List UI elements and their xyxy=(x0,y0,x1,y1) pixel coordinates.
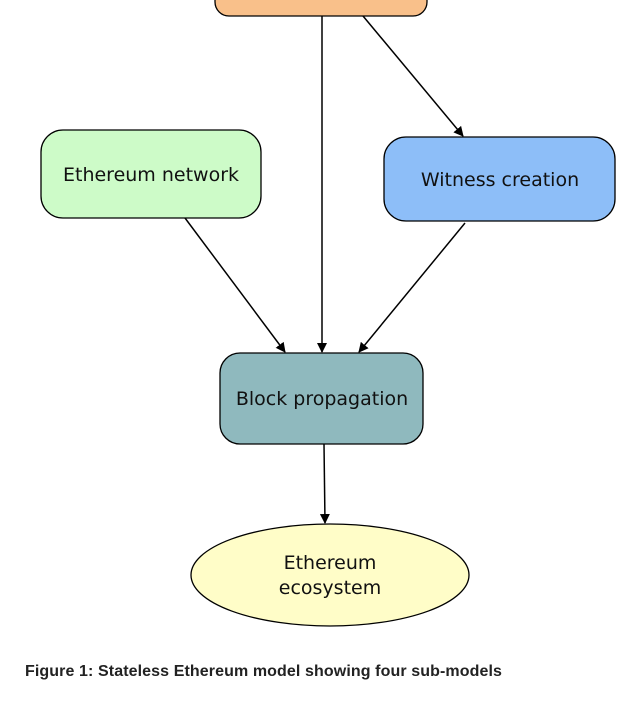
ethereum-ecosystem-label-line1: Ethereum xyxy=(284,552,377,574)
top-node-box xyxy=(214,0,428,17)
edge-witness-creation-to-block-propagation xyxy=(358,222,466,353)
node-ethereum-network: Ethereum network xyxy=(40,129,262,219)
witness-creation-box xyxy=(383,136,616,222)
block-propagation-label: Block propagation xyxy=(236,388,408,410)
block-propagation-box xyxy=(219,352,424,445)
edge-ethereum-network-to-block-propagation xyxy=(184,217,286,353)
edge-top-to-witness-creation xyxy=(362,15,464,137)
figure-caption: Figure 1: Stateless Ethereum model showi… xyxy=(25,663,502,680)
edge-block-propagation-to-ethereum-ecosystem xyxy=(319,443,330,524)
node-ethereum-ecosystem: Ethereum ecosystem xyxy=(190,523,470,627)
ethereum-network-label: Ethereum network xyxy=(63,164,239,186)
ethereum-network-box xyxy=(40,129,262,219)
ethereum-ecosystem-ellipse xyxy=(190,523,470,627)
node-witness-creation: Witness creation xyxy=(383,136,616,222)
model-diagram: Ethereum network Witness creation Block … xyxy=(40,0,616,627)
node-block-propagation: Block propagation xyxy=(219,352,424,445)
ethereum-ecosystem-label-line2: ecosystem xyxy=(279,577,381,599)
witness-creation-label: Witness creation xyxy=(421,169,579,191)
